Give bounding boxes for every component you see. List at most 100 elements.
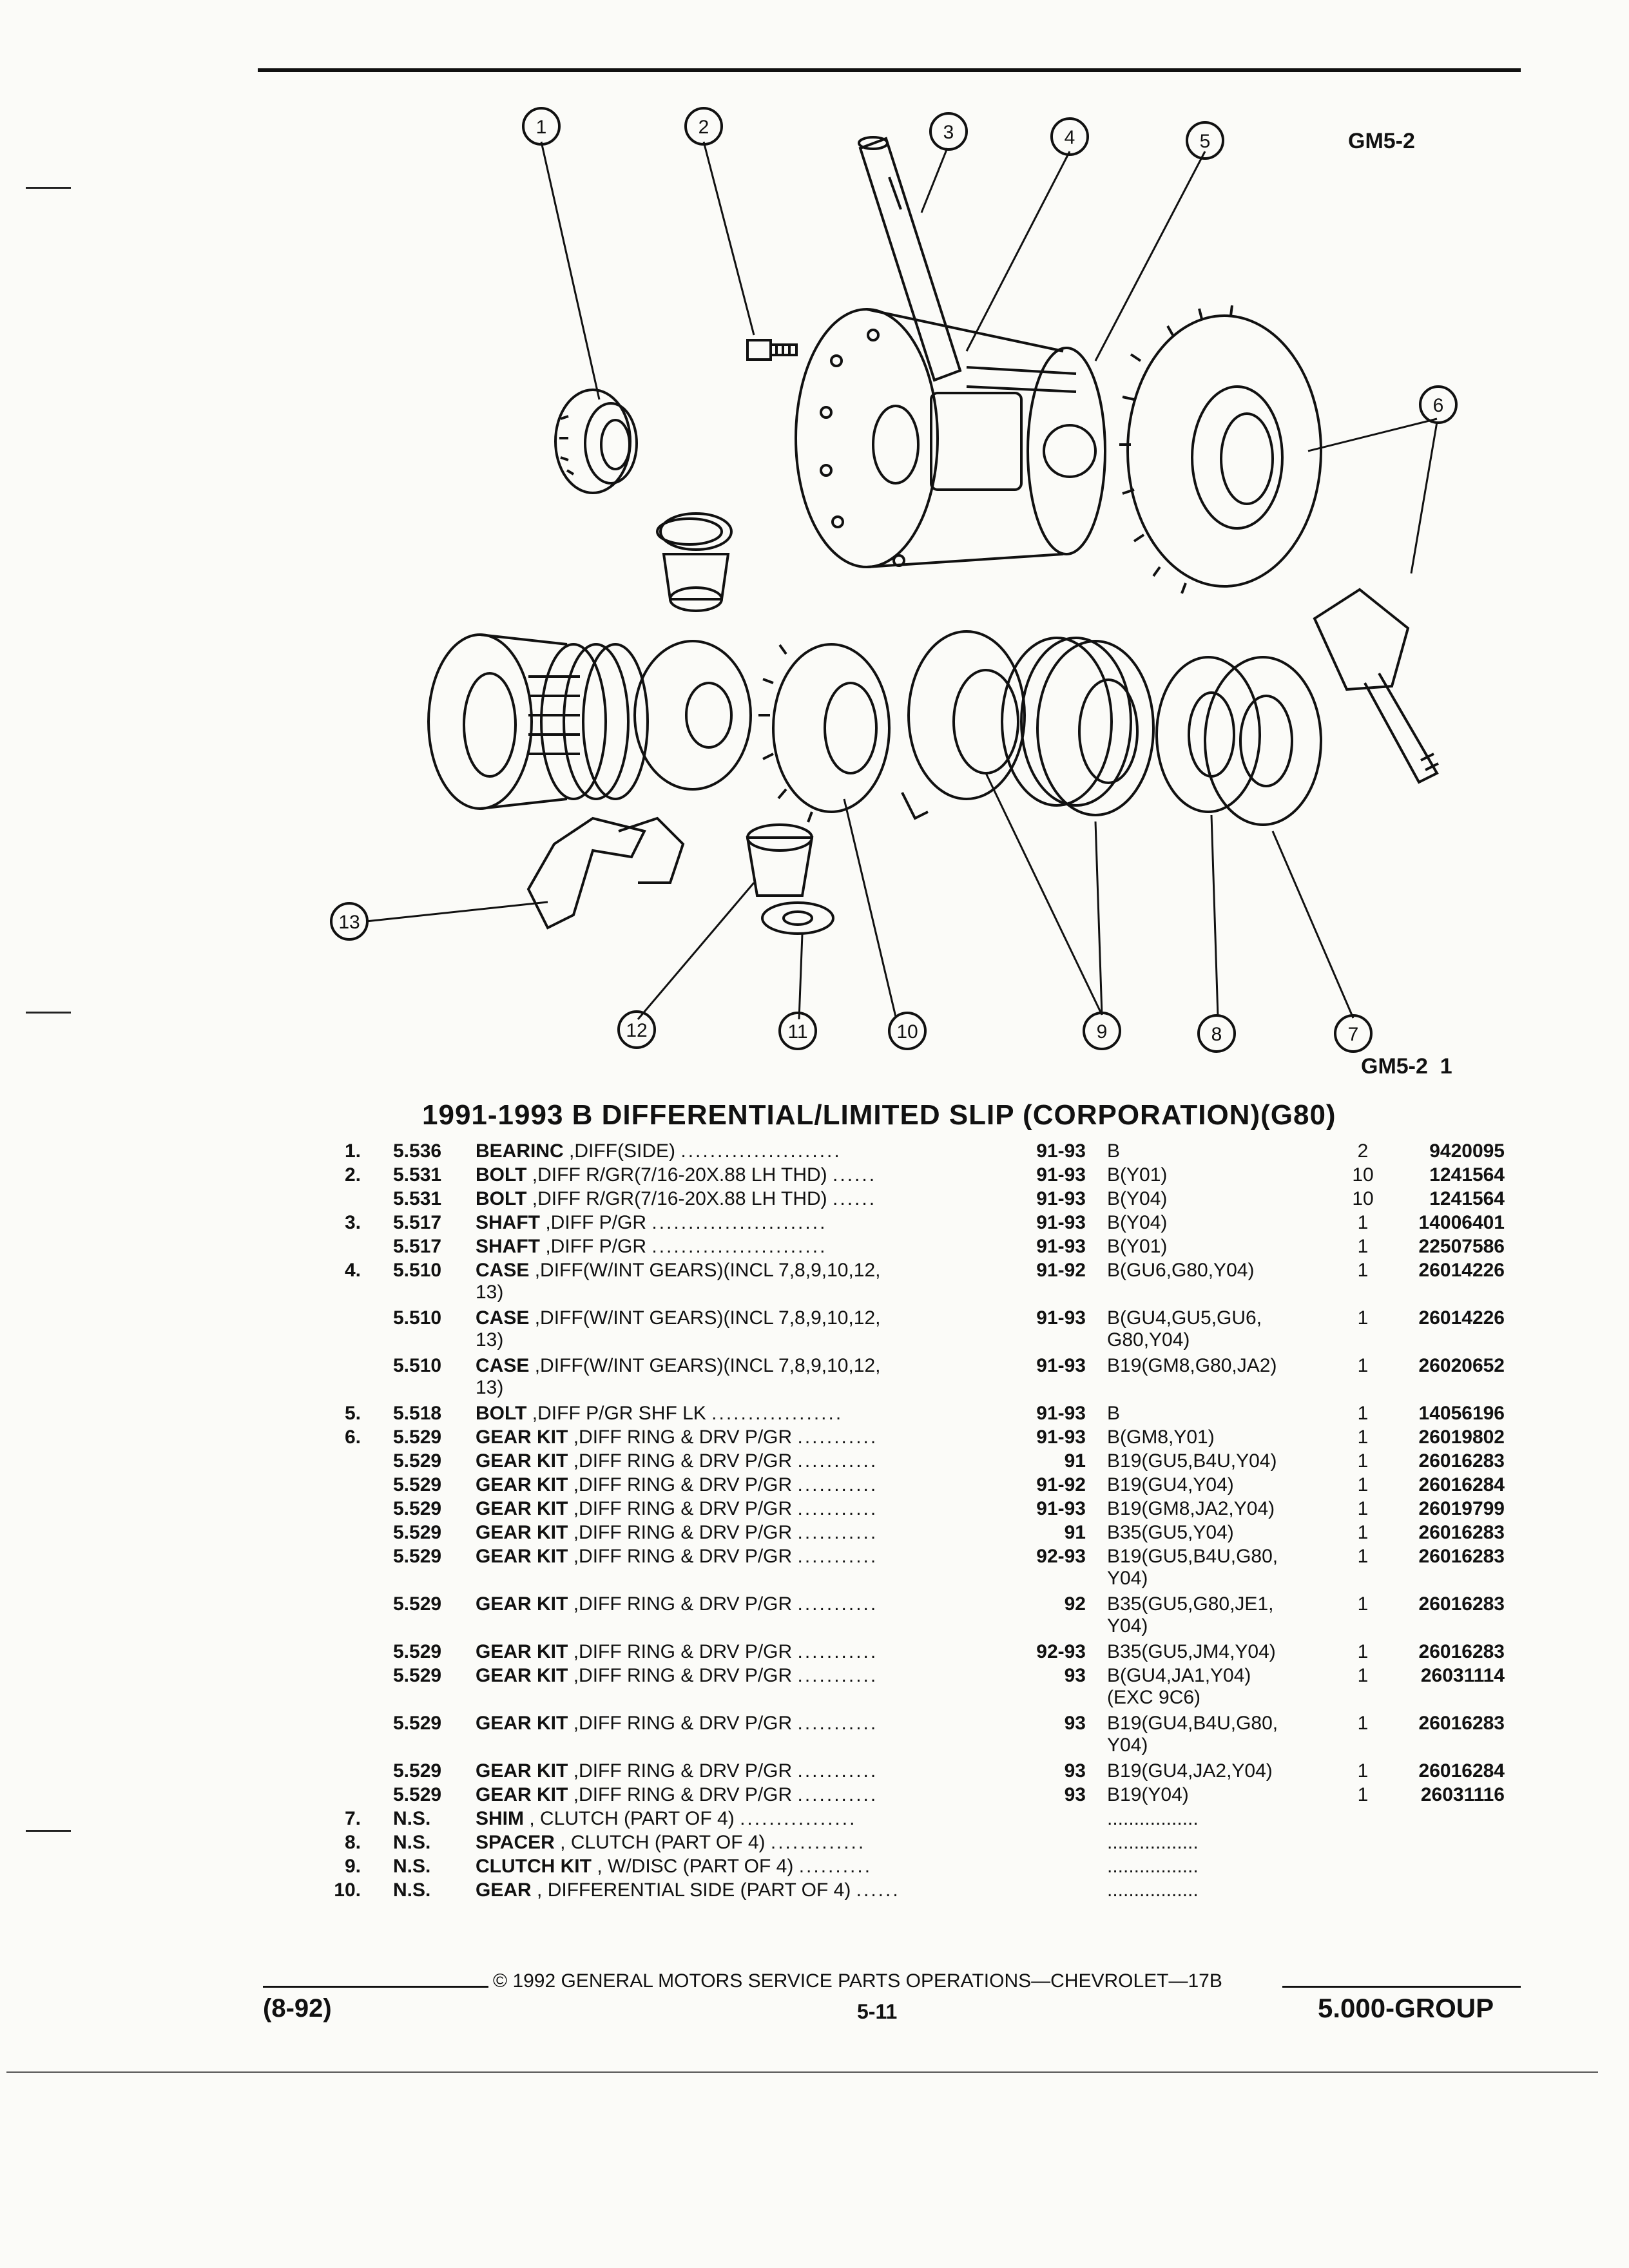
leader-dots: ........................ <box>651 1236 827 1257</box>
pinion-gear-lower-drawing <box>746 823 834 935</box>
model-application: ................. <box>1107 1879 1199 1901</box>
group-code: 5.517 <box>393 1236 442 1257</box>
quantity: 1 <box>1357 1665 1369 1686</box>
callout-8: 8 <box>1211 1024 1222 1045</box>
part-number: 26016283 <box>1418 1713 1505 1734</box>
callout-12: 12 <box>626 1020 647 1041</box>
part-description: CLUTCH KIT , W/DISC (PART OF 4) ........… <box>476 1856 872 1878</box>
model-line: ................. <box>1107 1832 1199 1853</box>
part-detail: , W/DISC (PART OF 4) <box>597 1856 794 1877</box>
leader-dots: ........................ <box>651 1212 827 1233</box>
part-detail: , CLUTCH (PART OF 4) <box>560 1832 766 1853</box>
part-detail: ,DIFF RING & DRV P/GR <box>573 1498 793 1519</box>
model-application: ................. <box>1107 1856 1199 1878</box>
part-name: GEAR KIT <box>476 1474 568 1495</box>
drive-pinion-drawing <box>1313 588 1439 784</box>
footer-group-code: 5.000-GROUP <box>1318 1993 1494 2023</box>
pinion-shaft-drawing <box>858 136 962 382</box>
part-number: 26016284 <box>1418 1760 1505 1782</box>
model-line: B <box>1107 1403 1121 1424</box>
group-code: 5.531 <box>393 1164 442 1186</box>
part-name: CASE <box>476 1260 530 1281</box>
model-line-continued: Y04) <box>1107 1615 1148 1637</box>
item-number: 2. <box>344 1164 361 1186</box>
group-code: 5.529 <box>393 1665 442 1686</box>
part-detail: ,DIFF RING & DRV P/GR <box>573 1593 793 1615</box>
model-years: 91-93 <box>1036 1188 1086 1209</box>
part-detail: ,DIFF R/GR(7/16-20X.88 LH THD) <box>532 1188 827 1209</box>
model-line: B(Y04) <box>1107 1212 1168 1233</box>
model-years: 91-92 <box>1036 1260 1086 1281</box>
model-line: B19(GU5,B4U,G80, <box>1107 1546 1278 1567</box>
model-application: B(GU6,G80,Y04) <box>1107 1260 1254 1282</box>
item-number: 3. <box>344 1212 361 1233</box>
ring-gear-drawing <box>1119 305 1322 594</box>
leader-dots: ........... <box>797 1784 878 1805</box>
model-line: ................. <box>1107 1879 1199 1901</box>
part-name: GEAR KIT <box>476 1546 568 1567</box>
group-code: 5.517 <box>393 1212 442 1233</box>
quantity: 1 <box>1357 1760 1369 1782</box>
exploded-diagram: 1 2 3 4 5 6 7 8 9 10 11 12 13 <box>330 107 1458 1053</box>
model-years: 91-93 <box>1036 1212 1086 1233</box>
model-application: B35(GU5,G80,JE1,Y04) <box>1107 1593 1273 1637</box>
model-line: B19(GU5,B4U,Y04) <box>1107 1450 1277 1472</box>
model-years: 91 <box>1064 1450 1086 1472</box>
model-application: B19(GU5,B4U,G80,Y04) <box>1107 1546 1278 1590</box>
part-description: GEAR KIT ,DIFF RING & DRV P/GR .........… <box>476 1522 878 1544</box>
group-code: 5.510 <box>393 1355 442 1376</box>
part-number: 9420095 <box>1429 1140 1505 1162</box>
part-number: 26016283 <box>1418 1641 1505 1662</box>
model-line: B(GU6,G80,Y04) <box>1107 1260 1255 1281</box>
parts-row: 8.N.S.SPACER , CLUTCH (PART OF 4) ......… <box>0 1832 1629 1856</box>
model-years: 93 <box>1064 1760 1086 1782</box>
item-number: 5. <box>344 1403 361 1424</box>
quantity: 1 <box>1357 1403 1369 1424</box>
model-application: B(Y04) <box>1107 1188 1167 1210</box>
leader-dots: ...................... <box>680 1140 842 1162</box>
leader-dots: ........... <box>797 1427 878 1448</box>
group-code: 5.529 <box>393 1784 442 1805</box>
callout-3: 3 <box>943 122 954 143</box>
model-years: 91-93 <box>1036 1140 1086 1162</box>
part-name: GEAR KIT <box>476 1760 568 1782</box>
model-line: B(Y04) <box>1107 1188 1168 1209</box>
model-line: ................. <box>1107 1856 1199 1877</box>
model-application: B19(GM8,G80,JA2) <box>1107 1355 1277 1377</box>
model-application: ................. <box>1107 1832 1199 1854</box>
model-line: B <box>1107 1140 1121 1162</box>
callout-1: 1 <box>536 117 547 138</box>
model-application: B(Y01) <box>1107 1164 1167 1186</box>
leader-dots: ...... <box>833 1188 877 1209</box>
model-line: B19(GU4,JA2,Y04) <box>1107 1760 1273 1782</box>
quantity: 1 <box>1357 1212 1369 1233</box>
part-detail: ,DIFF(W/INT GEARS)(INCL 7,8,9,10,12, <box>534 1307 881 1329</box>
callout-4: 4 <box>1065 127 1075 148</box>
differential-case-drawing <box>795 308 1106 568</box>
part-detail: , DIFFERENTIAL SIDE (PART OF 4) <box>537 1879 851 1901</box>
model-line: B19(Y04) <box>1107 1784 1189 1805</box>
part-name: BOLT <box>476 1164 527 1186</box>
part-name: BOLT <box>476 1188 527 1209</box>
quantity: 1 <box>1357 1641 1369 1662</box>
model-line: B19(GU4,B4U,G80, <box>1107 1713 1278 1734</box>
callout-11: 11 <box>787 1021 807 1043</box>
footer-rule-right <box>1282 1986 1521 1988</box>
part-name: SHAFT <box>476 1212 540 1233</box>
model-line: B19(GM8,JA2,Y04) <box>1107 1498 1275 1519</box>
model-line: B(Y01) <box>1107 1236 1168 1257</box>
part-detail: ,DIFF R/GR(7/16-20X.88 LH THD) <box>532 1164 827 1186</box>
model-application: B <box>1107 1403 1120 1425</box>
part-name: CASE <box>476 1307 530 1329</box>
part-detail: ,DIFF P/GR <box>545 1236 647 1257</box>
model-years: 92-93 <box>1036 1641 1086 1662</box>
